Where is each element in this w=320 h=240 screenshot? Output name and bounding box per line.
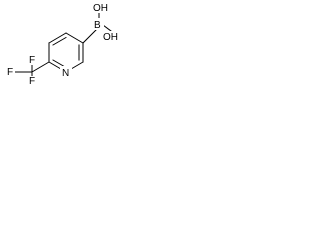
atom-hydroxyl-lower: OH [103, 32, 118, 43]
bond-boron-oh-lower [102, 24, 112, 32]
fluorine-left-label-bg [6, 66, 15, 77]
atom-boron: B [94, 20, 101, 31]
atom-fluorine-left: F [7, 67, 13, 78]
atom-fluorine-top: F [29, 55, 35, 66]
ring-double-bond-c2-c3 [52, 36, 67, 46]
bond-ring-cf3 [31, 61, 50, 73]
fluorine-top-label-bg [28, 54, 37, 65]
oh-upper-label-bg [93, 2, 111, 13]
atom-hydroxyl-upper: OH [93, 3, 108, 14]
ring-bond-c3-c4 [65, 32, 84, 44]
nitrogen-label-bg [60, 66, 72, 78]
ring-bond-c2-c3 [48, 32, 67, 44]
fluorine-bottom-label-bg [28, 76, 37, 85]
structure-svg: B OH OH N F F F [6, 2, 121, 85]
atom-ring-nitrogen: N [62, 68, 69, 79]
boron-label-bg [93, 18, 104, 30]
atom-fluorine-bottom: F [29, 76, 35, 85]
bond-ring-boron [82, 29, 97, 44]
molecule-diagram: B OH OH N F F F [0, 0, 121, 85]
oh-lower-label-bg [103, 31, 121, 42]
